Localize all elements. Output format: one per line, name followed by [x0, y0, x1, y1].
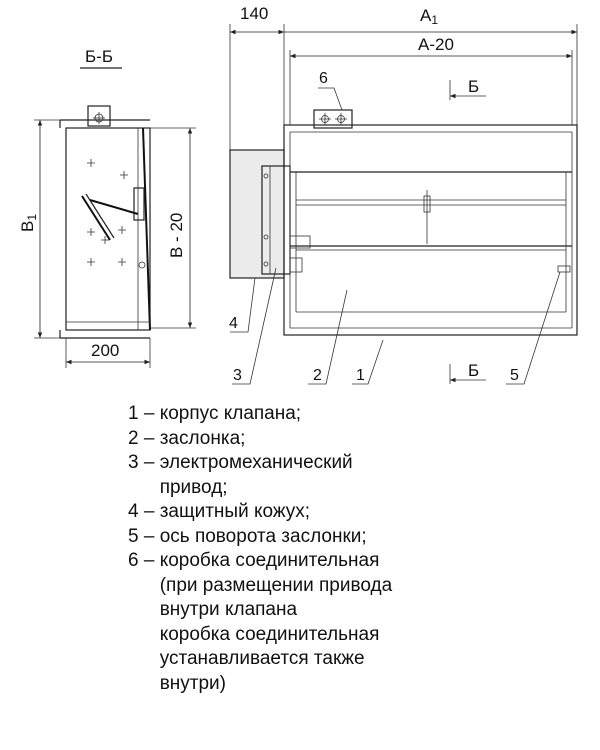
legend-text: защитный кожух; [160, 500, 310, 525]
svg-text:3: 3 [233, 367, 242, 384]
damper-rod-clamp [423, 195, 431, 213]
dim-b1-label: B1 [18, 214, 39, 232]
legend: 1 – корпус клапана;2 – заслонка;3 – элек… [128, 402, 588, 696]
legend-line: корпус клапана; [159, 403, 302, 424]
callout-5: 5 [506, 271, 561, 385]
actuator-bolt-1 [263, 173, 269, 179]
legend-item-4: 4 – защитный кожух; [128, 500, 588, 525]
legend-line: устанавливается также [159, 648, 365, 669]
junction-bolt-crosses [319, 113, 347, 125]
technical-drawing: Б-Б B1 [18, 4, 578, 385]
junction-box [313, 109, 353, 129]
legend-item-5: 5 – ось поворота заслонки; [128, 525, 588, 550]
valve-housing [283, 124, 578, 336]
legend-item-1: 1 – корпус клапана; [128, 402, 588, 427]
legend-text: заслонка; [160, 427, 246, 452]
section-link [89, 199, 139, 215]
legend-line: привод; [159, 476, 228, 498]
legend-line: (при размещении привода [159, 574, 393, 596]
callout-6: 6 [318, 70, 343, 111]
section-view: Б-Б B1 [18, 47, 196, 368]
section-junction-box [87, 105, 111, 127]
legend-line: внутри клапана [159, 599, 298, 620]
legend-text: коробка соединительная (при размещении пр… [160, 549, 392, 696]
legend-number: 6 – [128, 550, 160, 571]
dim-140-label: 140 [240, 4, 268, 23]
linkage-lower [289, 257, 303, 273]
callout-2: 2 [308, 289, 348, 385]
section-drive-block [133, 187, 145, 221]
legend-line: внутри) [159, 672, 226, 694]
legend-item-6: 6 – коробка соединительная (при размещени… [128, 549, 588, 696]
front-view: 140 A1 A-20 [229, 4, 578, 385]
svg-text:5: 5 [510, 367, 519, 384]
svg-text:2: 2 [313, 367, 322, 384]
svg-text:1: 1 [356, 367, 365, 384]
legend-line: коробка соединительная [159, 623, 380, 645]
section-lever [81, 195, 111, 241]
linkage-block [289, 235, 311, 249]
legend-number: 2 – [128, 427, 160, 449]
svg-text:4: 4 [229, 315, 238, 332]
legend-text: электромеханический привод; [160, 451, 353, 500]
legend-number: 5 – [128, 525, 160, 547]
callout-3: 3 [232, 267, 277, 385]
svg-text:6: 6 [319, 70, 328, 87]
legend-number: 3 – [128, 452, 160, 473]
legend-text: корпус клапана; [160, 402, 301, 427]
legend-line: ось поворота заслонки; [159, 525, 367, 547]
actuator-bolt-2 [263, 234, 269, 240]
axle-marker [557, 265, 571, 273]
legend-text: ось поворота заслонки; [160, 525, 367, 550]
actuator-bolt-3 [263, 261, 269, 267]
callout-1: 1 [352, 339, 384, 385]
dim-200-label: 200 [91, 341, 119, 360]
protective-cover [229, 149, 285, 279]
section-mark-bottom: Б [468, 361, 479, 380]
legend-line: коробка соединительная [159, 550, 380, 571]
legend-line: защитный кожух; [159, 501, 311, 522]
section-body [65, 127, 151, 331]
section-cross-marks [87, 159, 128, 266]
legend-number: 1 – [128, 403, 160, 424]
dim-a1-label: A1 [420, 6, 438, 27]
dim-b20-label: B - 20 [167, 213, 186, 258]
legend-line: заслонка; [159, 427, 246, 449]
legend-item-2: 2 – заслонка; [128, 427, 588, 452]
section-label: Б-Б [85, 47, 113, 66]
legend-line: электромеханический [159, 452, 353, 473]
legend-item-3: 3 – электромеханический привод; [128, 451, 588, 500]
section-pivot [138, 261, 146, 269]
section-lever-2 [85, 193, 115, 239]
section-front-plate [142, 127, 151, 331]
section-mark-top: Б [468, 77, 479, 96]
dim-a20-label: A-20 [418, 35, 454, 54]
legend-number: 4 – [128, 501, 160, 522]
callout-4: 4 [229, 277, 256, 333]
